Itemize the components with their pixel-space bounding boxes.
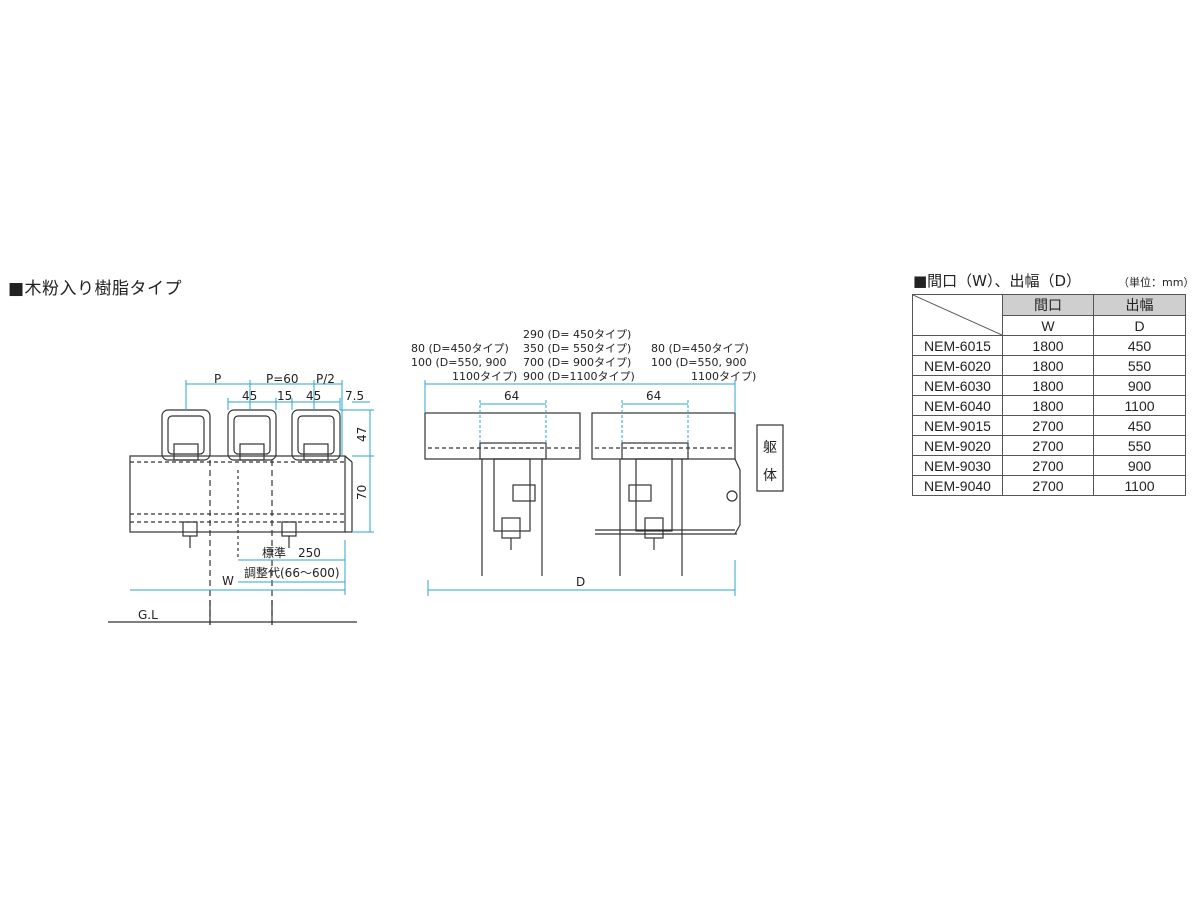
dim-p60: P=60: [266, 372, 299, 386]
dim-p2: P/2: [316, 372, 335, 386]
dim-45b: 45: [306, 389, 321, 403]
w-cell: 2700: [1002, 435, 1094, 456]
d-cell: 550: [1093, 355, 1186, 376]
dim-w: W: [222, 574, 234, 588]
w-cell: 1800: [1002, 395, 1094, 416]
wall-label-1: 躯: [763, 440, 777, 456]
dim-adjust: 調整代(66～600): [244, 565, 340, 580]
d-cell: 1100: [1093, 395, 1186, 416]
d-cell: 1100: [1093, 475, 1186, 496]
d-cell: 450: [1093, 415, 1186, 436]
dim-7-5: 7.5: [345, 389, 364, 403]
w-cell: 2700: [1002, 475, 1094, 496]
w-cell: 1800: [1002, 355, 1094, 376]
header-w-symbol: W: [1002, 315, 1094, 336]
dim-std-value: 250: [298, 546, 321, 560]
w-cell: 1800: [1002, 335, 1094, 356]
w-cell: 2700: [1002, 415, 1094, 436]
dim-d: D: [576, 575, 585, 589]
note-left-3: 1100タイプ): [452, 370, 517, 383]
diagonal-line: [913, 295, 1002, 335]
header-d-name: 出幅: [1093, 294, 1186, 316]
note-right-3: 1100タイプ): [691, 370, 756, 383]
model-cell: NEM-9040: [912, 475, 1003, 496]
dim-70: 70: [355, 485, 369, 500]
d-cell: 550: [1093, 435, 1186, 456]
dim-45a: 45: [242, 389, 257, 403]
model-cell: NEM-6030: [912, 375, 1003, 396]
note-left-1: 80 (D=450タイプ): [411, 342, 509, 355]
note-mid-4: 900 (D=1100タイプ): [523, 370, 635, 383]
model-cell: NEM-6020: [912, 355, 1003, 376]
model-cell: NEM-9020: [912, 435, 1003, 456]
section-title: ■木粉入り樹脂タイプ: [8, 279, 183, 299]
d-cell: 450: [1093, 335, 1186, 356]
dim-64a: 64: [504, 389, 519, 403]
wall-label-2: 体: [763, 468, 777, 484]
model-cell: NEM-9015: [912, 415, 1003, 436]
dim-std-label: 標準: [262, 545, 286, 560]
table-title: ■間口（W）、出幅（D）: [913, 272, 1082, 290]
table-corner-cell: [912, 294, 1003, 336]
model-cell: NEM-9030: [912, 455, 1003, 476]
model-cell: NEM-6015: [912, 335, 1003, 356]
dim-p: P: [214, 372, 221, 386]
header-d-symbol: D: [1093, 315, 1186, 336]
d-cell: 900: [1093, 375, 1186, 396]
note-mid-1: 290 (D= 450タイプ): [523, 328, 631, 341]
w-cell: 1800: [1002, 375, 1094, 396]
w-cell: 2700: [1002, 455, 1094, 476]
note-mid-3: 700 (D= 900タイプ): [523, 356, 631, 369]
note-right-2: 100 (D=550, 900: [651, 356, 746, 369]
model-cell: NEM-6040: [912, 395, 1003, 416]
dim-15: 15: [277, 389, 292, 403]
unit-label: （単位：mm）: [1118, 276, 1195, 289]
note-left-2: 100 (D=550, 900: [411, 356, 506, 369]
dim-47: 47: [355, 427, 369, 442]
note-right-1: 80 (D=450タイプ): [651, 342, 749, 355]
dim-64b: 64: [646, 389, 661, 403]
note-mid-2: 350 (D= 550タイプ): [523, 342, 631, 355]
header-w-name: 間口: [1002, 294, 1094, 316]
d-cell: 900: [1093, 455, 1186, 476]
technical-drawing: P P=60 P/2 45 15 45 7.5 47 70 標準 250 調整代…: [108, 328, 784, 625]
gl-label: G.L: [138, 608, 158, 622]
